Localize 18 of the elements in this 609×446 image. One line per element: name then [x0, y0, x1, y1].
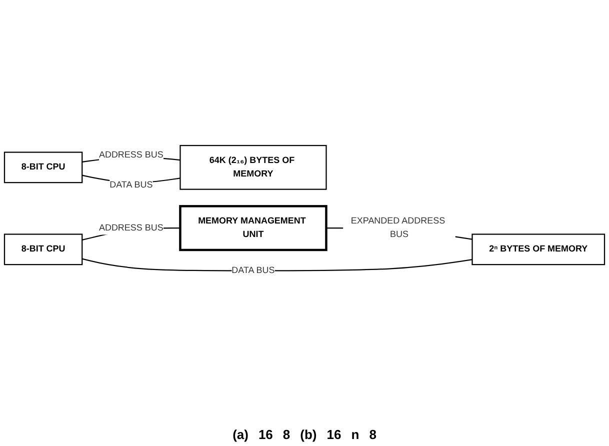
edge-label: ADDRESS BUS	[98, 223, 164, 233]
label-text: (a)	[232, 427, 248, 442]
node-box: 2ⁿ BYTES OF MEMORY	[472, 234, 606, 266]
edge-label: DATA BUS	[232, 266, 275, 276]
label-text: 16	[326, 427, 342, 442]
label-text: 16	[258, 427, 273, 442]
label-text: n	[351, 427, 360, 442]
label-text: 8	[369, 427, 376, 442]
connector	[82, 258, 472, 272]
node-box: 64K (2₁₆) BYTES OF MEMORY	[180, 144, 327, 190]
label-text: 8	[282, 427, 290, 442]
node-box: 8-BIT CPU	[4, 234, 83, 266]
edge-label: DATA BUS	[110, 180, 153, 190]
label-text: (b)	[300, 427, 317, 442]
edge-label: EXPANDED ADDRESS BUS	[350, 216, 446, 240]
node-box: 8-BIT CPU	[4, 152, 83, 184]
edge-label: ADDRESS BUS	[98, 150, 164, 160]
node-box: MEMORY MANAGEMENT UNIT	[179, 205, 328, 252]
